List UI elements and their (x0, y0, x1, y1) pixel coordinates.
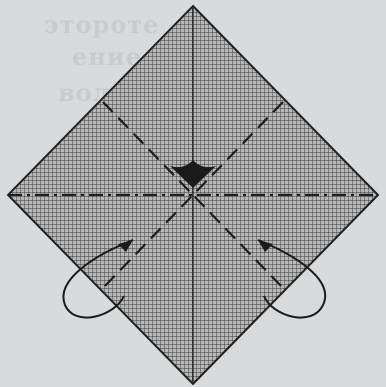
origami-fold-diagram (0, 0, 386, 387)
origami-diagram-page: этороте ение волн (0, 0, 386, 387)
